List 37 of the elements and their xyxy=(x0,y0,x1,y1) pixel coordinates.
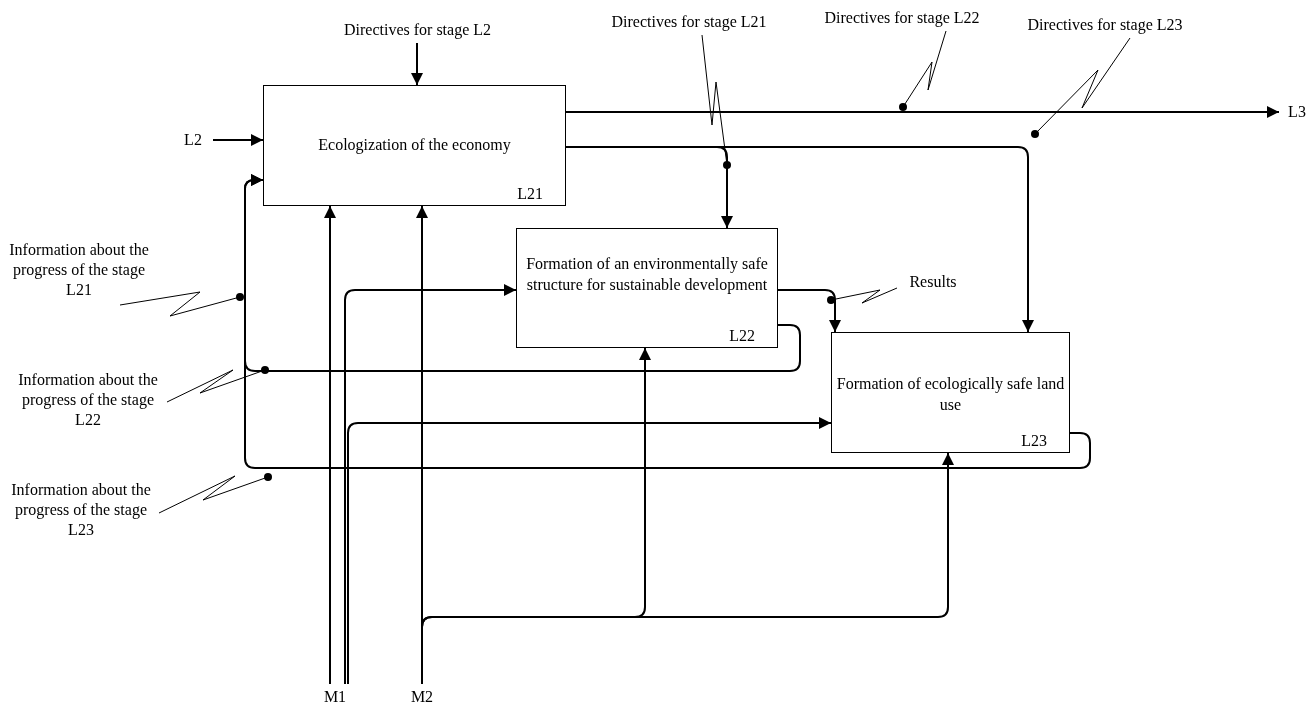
activity-box xyxy=(516,228,778,348)
arrow-label: Results xyxy=(900,272,966,292)
arrow-label: M2 xyxy=(404,687,440,705)
arrow xyxy=(411,42,423,86)
arrow-label: L2 xyxy=(176,130,210,150)
arrow-label: Information about the progress of the stage L21 xyxy=(4,240,154,302)
arrow-label: L3 xyxy=(1282,102,1312,122)
leader-line xyxy=(701,34,731,169)
activity-code: L23 xyxy=(1021,432,1047,450)
arrow xyxy=(344,284,517,685)
leader-line xyxy=(827,287,898,304)
leader-line xyxy=(166,366,269,403)
leader-line xyxy=(1031,37,1131,138)
activity-box xyxy=(263,85,566,206)
activity-title: Formation of ecologically safe land use xyxy=(836,374,1065,415)
activity-code: L22 xyxy=(729,327,755,345)
arrow xyxy=(212,134,264,146)
leader-line xyxy=(119,291,244,317)
arrow xyxy=(244,174,1091,469)
arrow xyxy=(421,452,954,685)
leader-line xyxy=(899,30,947,111)
arrow xyxy=(324,205,336,685)
arrow xyxy=(565,106,1280,118)
arrow-label: Directives for stage L22 xyxy=(812,8,992,28)
arrow-label: Directives for stage L21 xyxy=(600,12,778,32)
activity-title: Formation of an environmentally safe structure for sustainable development xyxy=(525,254,769,295)
arrow-label: Directives for stage L2 xyxy=(310,20,525,40)
activity-code: L21 xyxy=(517,185,543,203)
activity-box xyxy=(831,332,1070,453)
arrow-label: Directives for stage L23 xyxy=(1015,15,1195,35)
arrow xyxy=(777,289,841,333)
arrow xyxy=(347,417,832,685)
activity-title: Ecologization of the economy xyxy=(317,135,512,155)
arrow-label: M1 xyxy=(318,687,352,705)
leader-line xyxy=(158,473,272,514)
arrow-label: Information about the progress of the stage L23 xyxy=(6,480,156,542)
arrow-label: Information about the progress of the stage L22 xyxy=(12,370,164,432)
